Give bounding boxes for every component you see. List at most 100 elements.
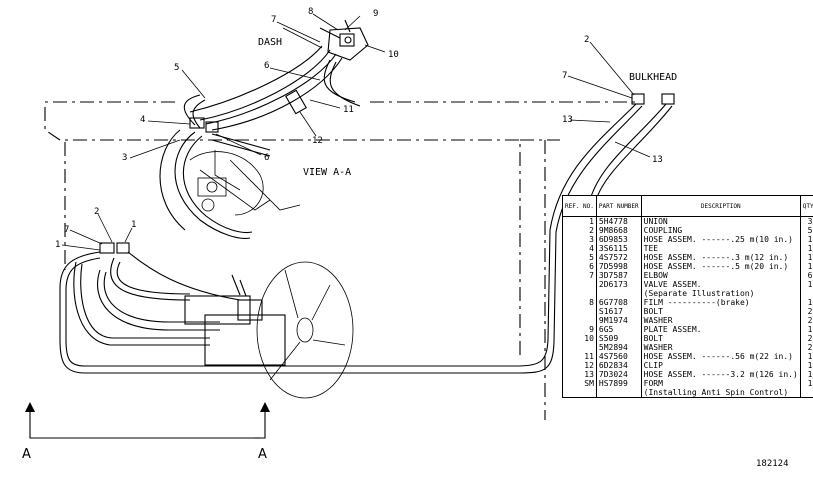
view-aa-label: VIEW A-A	[303, 167, 351, 178]
section-line	[29, 412, 266, 439]
part-number-cell: 4S7560	[595, 352, 642, 361]
callout-3: 3	[122, 153, 127, 163]
part-number-cell: 3D7587	[595, 271, 642, 280]
figure-number: 182124	[756, 459, 789, 469]
ref-cell: 1	[562, 216, 597, 226]
col-part-header: PART NUMBER	[595, 195, 642, 217]
description-cell: HOSE ASSEM. ------3.2 m(126 in.)	[640, 370, 801, 379]
callout-11: 11	[343, 105, 354, 115]
ref-cell	[562, 388, 597, 398]
part-number-cell: 7D3024	[595, 370, 642, 379]
description-cell: HOSE ASSEM. ------.5 m(20 in.)	[640, 262, 801, 271]
callout-13-b: 13	[652, 155, 663, 165]
callout-10: 10	[388, 50, 399, 60]
bulkhead-label: BULKHEAD	[629, 72, 677, 83]
part-number-cell: 2D6173	[595, 280, 642, 289]
ref-cell: 3	[562, 235, 597, 244]
callout-6-mid: 6	[264, 153, 269, 163]
callout-4: 4	[140, 115, 145, 125]
qty-cell: 1	[799, 361, 813, 370]
part-number-cell: 7D5998	[595, 262, 642, 271]
description-cell: BOLT	[640, 307, 801, 316]
description-cell: WASHER	[640, 343, 801, 352]
callout-1-lower: 1	[131, 220, 136, 230]
part-number-cell: 5M2894	[595, 343, 642, 352]
description-cell: COUPLING	[640, 226, 801, 235]
qty-cell	[799, 289, 813, 298]
part-number-cell	[595, 289, 642, 298]
ref-cell: 12	[562, 361, 597, 370]
ref-cell: 10	[562, 334, 597, 343]
qty-cell	[799, 388, 813, 398]
fittings	[99, 93, 675, 254]
qty-cell: 3	[799, 216, 813, 226]
ref-cell	[562, 307, 597, 316]
frame-outline	[44, 101, 521, 360]
callout-1-left: 1	[55, 240, 60, 250]
long-hose-13	[59, 103, 673, 374]
callout-12: 12	[312, 136, 323, 146]
steering-wheel-outline	[256, 261, 354, 399]
col-ref-header: REF. NO.	[562, 195, 597, 217]
part-number-cell: 6G5	[595, 325, 642, 334]
qty-cell: 1	[799, 379, 813, 388]
part-number-cell: S1617	[595, 307, 642, 316]
ref-cell: 9	[562, 325, 597, 334]
qty-cell: 1	[799, 235, 813, 244]
description-cell: (Separate Illustration)	[640, 289, 801, 298]
ref-cell: 5	[562, 253, 597, 262]
qty-cell: 1	[799, 280, 813, 289]
part-number-cell: 3S6115	[595, 244, 642, 253]
callout-2-bulkhead: 2	[584, 35, 589, 45]
qty-cell: 5	[799, 226, 813, 235]
ref-cell: 13	[562, 370, 597, 379]
qty-cell: 1	[799, 325, 813, 334]
ref-cell: 11	[562, 352, 597, 361]
view-aa-detail	[189, 150, 301, 216]
description-cell: HOSE ASSEM. ------.56 m(22 in.)	[640, 352, 801, 361]
qty-cell: 2	[799, 343, 813, 352]
qty-cell: 1	[799, 370, 813, 379]
callout-9: 9	[373, 9, 378, 19]
leader-lines	[61, 13, 651, 251]
ref-cell	[562, 343, 597, 352]
callout-13-a: 13	[562, 115, 573, 125]
part-number-cell: 9M1974	[595, 316, 642, 325]
part-number-cell: 9M8668	[595, 226, 642, 235]
description-cell: (Installing Anti Spin Control)	[640, 388, 801, 398]
callout-2-lower: 2	[94, 207, 99, 217]
ref-cell	[562, 289, 597, 298]
qty-cell: 1	[799, 253, 813, 262]
section-arrow-left	[25, 402, 35, 412]
section-label-right: A	[258, 447, 267, 462]
dash-label: DASH	[258, 37, 282, 48]
description-cell: PLATE ASSEM.	[640, 325, 801, 334]
qty-cell: 1	[799, 352, 813, 361]
callout-7-bulkhead: 7	[562, 71, 567, 81]
part-number-cell: 6D2834	[595, 361, 642, 370]
qty-cell: 2	[799, 307, 813, 316]
col-desc-header: DESCRIPTION	[640, 195, 801, 217]
callout-5: 5	[174, 63, 179, 73]
part-number-cell: 4S7572	[595, 253, 642, 262]
qty-cell: 1	[799, 298, 813, 307]
parts-list-table: REF. NO. PART NUMBER DESCRIPTION QTY. 15…	[562, 195, 813, 398]
table-row: (Installing Anti Spin Control)	[562, 388, 813, 398]
ref-cell: 6	[562, 262, 597, 271]
description-cell: TEE	[640, 244, 801, 253]
qty-cell: 1	[799, 244, 813, 253]
